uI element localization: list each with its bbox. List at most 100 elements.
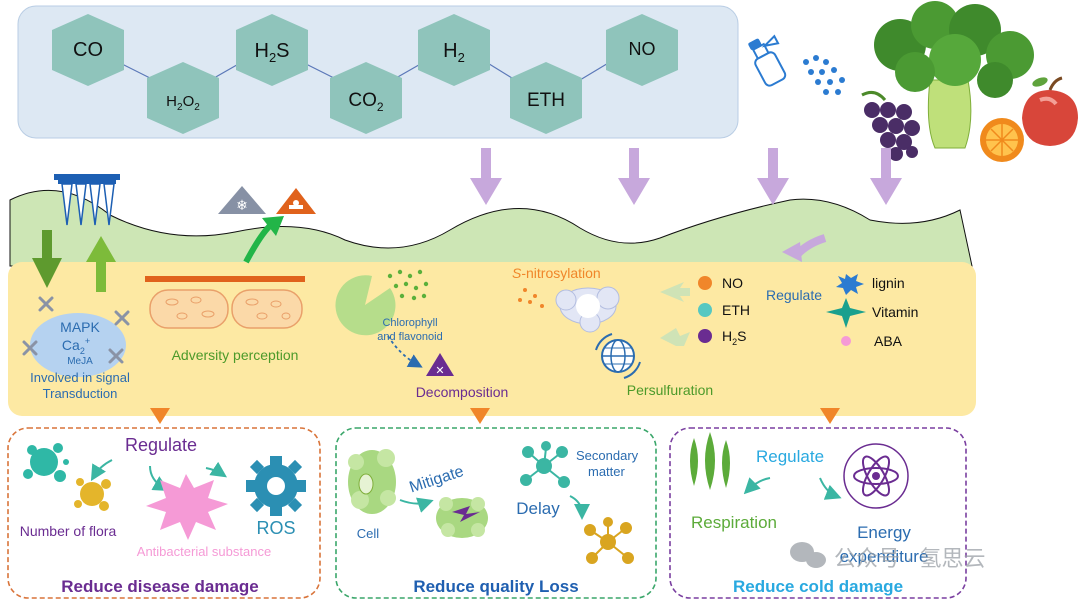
antibacterial-label: Antibacterial substance [137, 544, 271, 559]
flora-splat-yellow-icon [74, 478, 111, 511]
down-green-arrow [32, 230, 62, 288]
effect-label-lignin: lignin [872, 275, 905, 291]
gas-panel: CO H2O2 H2S CO2 H2 ETH NO [17, 5, 739, 139]
mitigate-label: Mitigate [407, 463, 466, 497]
hill-background [9, 189, 973, 267]
damaged-cell-icon [436, 497, 488, 538]
energy-label-2: expenditure [840, 547, 929, 566]
left-arrow-bottom [660, 328, 690, 346]
gas-label-h2o2: H2O2 [166, 93, 200, 113]
molecule-yellow-icon [584, 517, 634, 564]
effect-label-vitamin: Vitamin [872, 304, 918, 320]
legend-dot-h2s [698, 329, 712, 343]
gas-hexagons [52, 14, 678, 134]
hex-h2o2 [147, 62, 219, 134]
ros-label: ROS [256, 518, 295, 538]
legend-label-h2s: H2S [722, 328, 746, 347]
band-down-arrows [150, 408, 840, 424]
adversity-perception-label: Adversity perception [172, 347, 299, 363]
down-arrow-4 [870, 148, 902, 205]
cell-label: Cell [357, 526, 380, 541]
legend-label-eth: ETH [722, 302, 750, 318]
gas-down-arrows [470, 148, 902, 205]
signal-caption-2: Transduction [43, 386, 118, 401]
up-green-arrow [86, 236, 116, 292]
protein-cloud-icon [555, 286, 620, 333]
down-arrow-1 [470, 148, 502, 205]
cold-box: Regulate Respiration Energy expenditure … [669, 427, 967, 599]
hex-h2 [418, 14, 490, 86]
watermark-text: 公众号 · 氢思云 [834, 546, 986, 571]
signal-caption-1: Involved in signal [30, 370, 130, 385]
ros-gear-icon [246, 456, 306, 516]
quality-title: Reduce quality Loss [413, 577, 578, 596]
chlorophyll-label-1: Chlorophyll [382, 317, 437, 329]
flora-splat-teal-icon [23, 443, 69, 482]
aba-icon [841, 336, 851, 346]
gas-label-no: NO [629, 39, 656, 59]
watermark: 公众号 · 氢思云 [790, 542, 986, 571]
grapes-icon [861, 90, 920, 161]
gas-label-co2: CO2 [348, 90, 384, 114]
apple-icon [1022, 76, 1078, 146]
globe-icon [595, 333, 641, 379]
lignin-icon [836, 274, 864, 295]
chlorophyll-pie: Chlorophyll and flavonoid [335, 269, 443, 368]
disease-regulate-label: Regulate [125, 435, 197, 455]
meja-label: MeJA [67, 356, 93, 367]
decomposition-label: Decomposition [416, 384, 509, 400]
cold-warning-icon: ❄ [218, 186, 266, 214]
hex-co [52, 14, 124, 86]
hex-no [606, 14, 678, 86]
down-arrow-2 [618, 148, 650, 205]
gas-label-eth: ETH [527, 90, 565, 111]
cold-title: Reduce cold damage [733, 577, 903, 596]
heat-warning-icon [276, 188, 316, 214]
left-arrow-top [660, 282, 690, 302]
chlorophyll-label-2: and flavonoid [377, 331, 442, 343]
gas-label-co: CO [73, 39, 103, 61]
hex-co2 [330, 62, 402, 134]
molecule-teal-icon [520, 441, 570, 488]
disease-title: Reduce disease damage [61, 577, 258, 596]
secondary-label-1: Secondary [576, 448, 639, 463]
spray-bottle-icon [748, 34, 787, 87]
quality-box: Cell Mitigate Secondary matter Delay Red… [335, 427, 657, 599]
delay-label: Delay [516, 499, 560, 518]
orange-icon [980, 118, 1024, 162]
atom-icon [843, 443, 909, 509]
gas-label-h2: H2 [443, 40, 465, 65]
legend-label-no: NO [722, 275, 743, 291]
signal-cell: MAPK Ca2+ MeJA Involved in signal Transd… [22, 296, 130, 401]
hex-eth [510, 62, 582, 134]
flora-label: Number of flora [20, 523, 117, 539]
svg-text:✕: ✕ [435, 365, 444, 377]
broccoli-icon [874, 1, 1034, 149]
cell-icon [348, 449, 396, 514]
pipette-icon [54, 174, 120, 226]
antibacterial-burst-icon [146, 474, 228, 540]
adversity-cells: Adversity perception [145, 276, 305, 363]
legend-dot-eth [698, 303, 712, 317]
effects-list: lignin Vitamin ABA [826, 274, 918, 349]
legend-dot-no [698, 276, 712, 290]
nitrosylation-dots [518, 288, 544, 308]
vitamin-icon [826, 298, 866, 328]
gas-label-h2s: H2S [254, 40, 289, 65]
persulfuration-label: Persulfuration [627, 382, 713, 398]
cold-regulate-label: Regulate [756, 447, 824, 466]
mapk-label: MAPK [60, 319, 100, 335]
effect-label-aba: ABA [874, 333, 903, 349]
hex-h2s [236, 14, 308, 86]
down-arrow-3 [757, 148, 789, 205]
spray-mist-icon [803, 55, 845, 95]
band-regulate-label: Regulate [766, 287, 822, 303]
secondary-label-2: matter [588, 464, 626, 479]
produce-icon [861, 1, 1078, 162]
respiration-leaves-icon [690, 432, 730, 490]
disease-box: Regulate Number of flora ROS Antibacteri… [7, 427, 321, 599]
decomposition-icon: ✕ [426, 353, 454, 377]
gas-legend: NO ETH H2S [698, 275, 750, 347]
respiration-label: Respiration [691, 513, 777, 532]
